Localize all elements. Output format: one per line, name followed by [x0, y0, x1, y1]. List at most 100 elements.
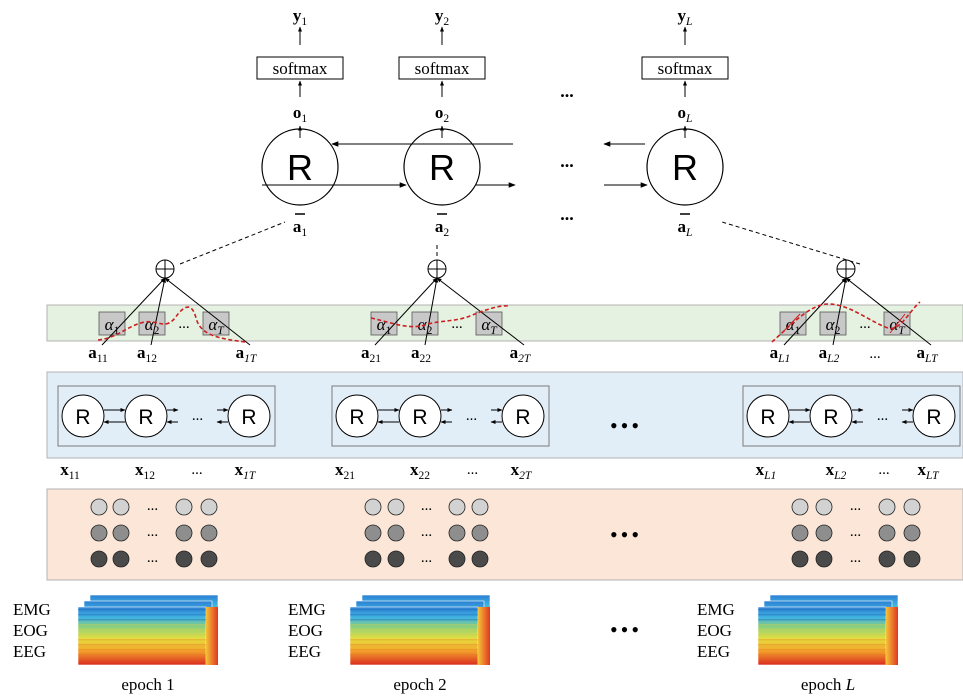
feature-a-label: aL1: [770, 343, 791, 365]
epoch-label: epoch L: [801, 675, 855, 694]
epoch-rnn-cell: [912, 394, 956, 438]
rnn-cell-label: R: [672, 147, 698, 188]
spectrogram-texture: [78, 629, 206, 631]
ellipsis: ...: [147, 498, 158, 514]
spectrogram-stack-3: EMG EOG EEG epoch L: [697, 594, 899, 694]
spectrogram-texture: [78, 654, 206, 656]
spectrogram-texture: [350, 609, 478, 611]
output-o-label: oL: [678, 103, 693, 125]
feature-dot: [903, 550, 921, 568]
attention-arrow: [832, 277, 848, 346]
attention-weight-curve: [370, 305, 511, 328]
rnn-cell-label: R: [75, 406, 90, 429]
epoch-summary-label: aL: [678, 217, 693, 239]
softmax-label: softmax: [658, 59, 713, 78]
epoch-rnn-cell: [335, 394, 379, 438]
signal-label: EMG: [697, 600, 735, 619]
spectrogram-texture: [78, 614, 206, 616]
softmax-box: [641, 56, 729, 80]
feature-dot: [903, 498, 921, 516]
input-x-label: x12: [135, 460, 155, 482]
attention-weight-curve: [771, 301, 921, 343]
spectrogram-edge: [206, 607, 218, 665]
attention-weight-label: αT: [208, 315, 225, 337]
rnn-cell-label: R: [287, 147, 313, 188]
feature-a-label: aLT: [916, 343, 939, 365]
signal-label: EEG: [288, 642, 321, 661]
ellipsis: ...: [560, 81, 574, 101]
feature-a-label: a21: [361, 343, 381, 365]
signal-label: EEG: [13, 642, 46, 661]
signal-label: EOG: [13, 621, 48, 640]
feature-a-label: a12: [137, 343, 157, 365]
ellipsis: ...: [560, 151, 574, 171]
spectrogram-texture: [350, 644, 478, 646]
feature-dot: [815, 498, 833, 516]
signal-label: EOG: [697, 621, 732, 640]
epoch-rnn-cell: [124, 394, 168, 438]
ellipsis: ...: [877, 408, 888, 424]
epoch-summary-label: a2: [435, 217, 450, 239]
big-ellipsis: •••: [610, 413, 642, 438]
alpha-strike: [781, 313, 801, 334]
softmax-box: [256, 56, 344, 80]
attention-arrow: [150, 277, 167, 346]
signal-label: EMG: [288, 600, 326, 619]
softmax-label: softmax: [415, 59, 470, 78]
dashed-connector: [721, 221, 861, 265]
spectrogram-texture: [78, 624, 206, 626]
attention-arrow: [783, 277, 847, 346]
spectrogram-texture: [78, 609, 206, 611]
feature-dot-grid-3: .........: [791, 498, 921, 568]
ellipsis: ...: [859, 316, 870, 332]
spectrogram-texture: [350, 649, 478, 651]
epoch-rnn-cell: [227, 394, 271, 438]
epoch-rnn-cell: [61, 394, 105, 438]
rnn-cell-label: R: [429, 147, 455, 188]
feature-dot: [878, 524, 896, 542]
feature-dot: [815, 524, 833, 542]
feature-dot: [878, 498, 896, 516]
feature-dot: [448, 550, 466, 568]
epoch-rnn-cell: [501, 394, 545, 438]
epoch-label: epoch 1: [121, 675, 174, 694]
ellipsis: ...: [147, 550, 158, 566]
ellipsis: ...: [467, 462, 478, 478]
feature-a-label: a22: [411, 343, 431, 365]
feature-dot: [387, 550, 405, 568]
spectrogram-texture: [350, 654, 478, 656]
output-o-label: o2: [435, 103, 450, 125]
input-x-label: x1T: [235, 460, 257, 482]
feature-dot: [878, 550, 896, 568]
feature-dot-grid-2: .........: [364, 498, 489, 568]
feature-dot: [112, 550, 130, 568]
ellipsis: ...: [850, 524, 861, 540]
rnn-cell-label: R: [241, 406, 256, 429]
spectrogram-texture: [350, 639, 478, 641]
signal-label: EEG: [697, 642, 730, 661]
attention-weight-label: α2: [418, 315, 433, 337]
feature-dot: [200, 498, 218, 516]
attention-group-1: α1a11α2a12αTa1T...: [88, 259, 258, 365]
ellipsis: ...: [869, 346, 880, 362]
attention-arrow: [164, 277, 251, 346]
epoch-label: epoch 2: [393, 675, 446, 694]
attention-arrow: [424, 277, 439, 346]
spectrogram-edge: [478, 607, 490, 665]
spectrogram-texture: [758, 639, 886, 641]
feature-dot: [448, 498, 466, 516]
attention-weight-box: [411, 311, 439, 336]
feature-dot-grid-1: .........: [90, 498, 218, 568]
attention-weight-label: α1: [105, 315, 120, 337]
spectrogram-texture: [78, 619, 206, 621]
spectrogram-texture: [350, 619, 478, 621]
feature-a-label: a1T: [236, 343, 258, 365]
spectrogram-texture: [758, 619, 886, 621]
rnn-cell-label: R: [926, 406, 941, 429]
